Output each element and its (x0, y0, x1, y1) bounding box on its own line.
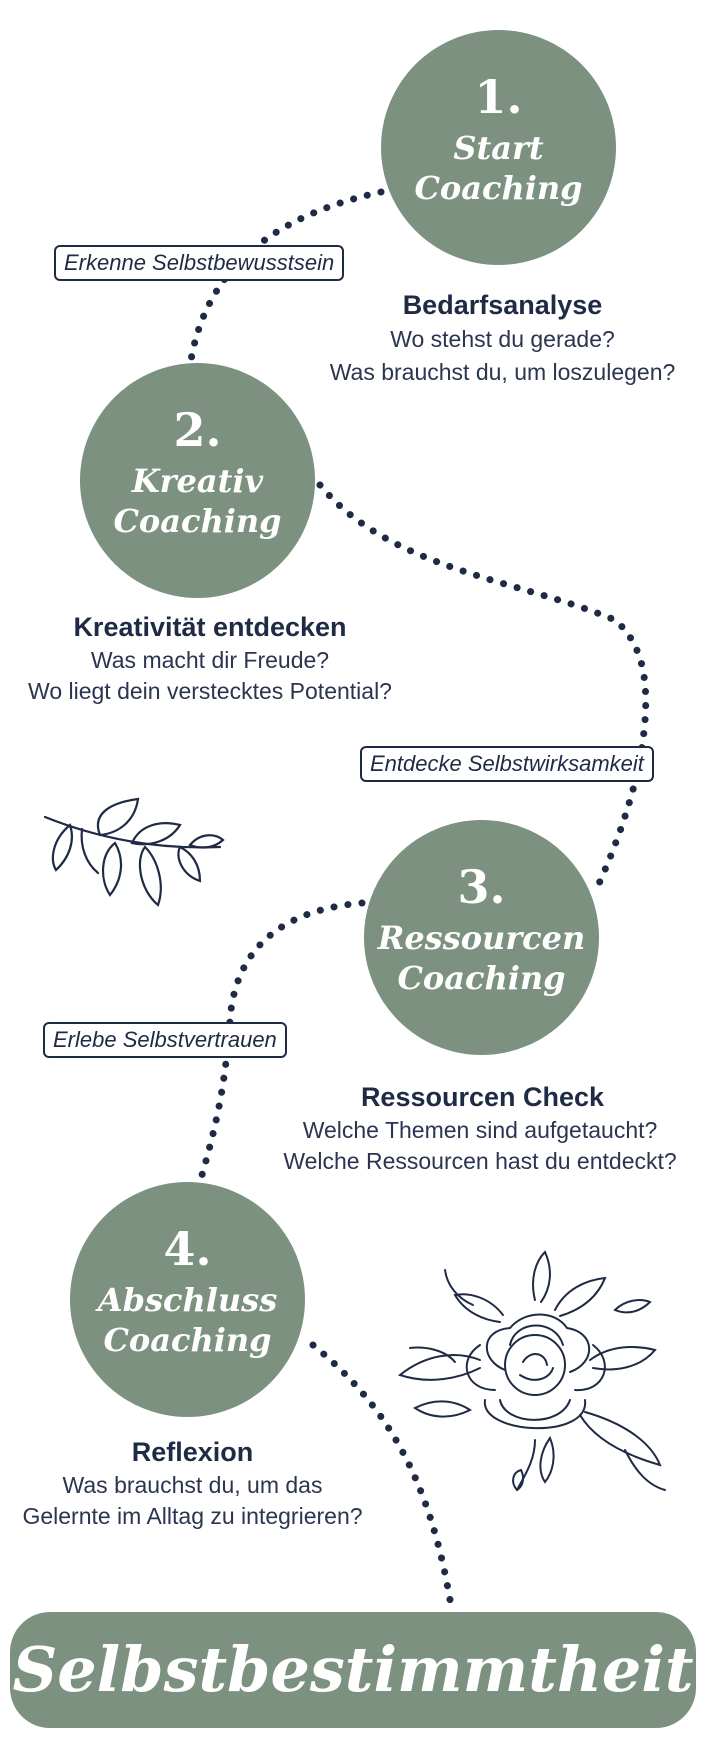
step-4-circle: 4. Abschluss Coaching (70, 1182, 305, 1417)
connector-4-goal (309, 1341, 456, 1616)
step-3-title-line1: Ressourcen (377, 919, 586, 957)
step-2-question-1: Was macht dir Freude? (90, 647, 330, 673)
step-2-question-2: Wo liegt dein verstecktes Potential? (28, 678, 392, 704)
connector-1-2 (187, 188, 385, 364)
step-2-number: 2. (173, 403, 222, 457)
step-2-circle: 2. Kreativ Coaching (80, 363, 315, 598)
goal-banner: Selbstbestimmtheit (10, 1612, 696, 1728)
step-1-question-2: Was brauchst du, um loszulegen? (329, 359, 676, 385)
step-1-number: 1. (474, 70, 523, 124)
step-4-question-2: Gelernte im Alltag zu integrieren? (22, 1503, 363, 1529)
step-1-heading: Bedarfsanalyse (402, 290, 603, 320)
step-2-title-line2: Coaching (113, 502, 282, 540)
connector-3-4 (196, 899, 366, 1186)
path-label-self-efficacy: Entdecke Selbstwirksamkeit (360, 746, 654, 782)
step-2-title-line1: Kreativ (131, 462, 264, 500)
step-4-question-1: Was brauchst du, um das (62, 1472, 323, 1498)
step-3-number: 3. (457, 860, 506, 914)
peony-flower-icon (397, 1250, 666, 1492)
step-1-title-line1: Start (453, 129, 544, 167)
step-1-question-1: Wo stehst du gerade? (390, 326, 615, 352)
connector-2-3 (316, 481, 650, 894)
step-3-question-1: Welche Themen sind aufgetaucht? (302, 1117, 658, 1143)
step-3-title-line2: Coaching (397, 959, 566, 997)
step-4-title-line2: Coaching (103, 1321, 272, 1359)
step-1-title-line2: Coaching (414, 169, 583, 207)
step-4-title-line1: Abschluss (97, 1281, 278, 1319)
path-label-self-awareness: Erkenne Selbstbewusstsein (54, 245, 345, 281)
step-3-circle: 3. Ressourcen Coaching (364, 820, 599, 1055)
step-3-question-2: Welche Ressourcen hast du entdeckt? (283, 1148, 677, 1174)
step-4-number: 4. (163, 1222, 212, 1276)
step-3-heading: Ressourcen Check (360, 1082, 605, 1112)
path-label-self-confidence: Erlebe Selbstvertrauen (43, 1022, 287, 1058)
leaf-branch-icon (43, 797, 225, 907)
step-2-heading: Kreativität entdecken (73, 612, 347, 642)
step-4-heading: Reflexion (131, 1437, 254, 1467)
step-1-circle: 1. Start Coaching (381, 30, 616, 265)
